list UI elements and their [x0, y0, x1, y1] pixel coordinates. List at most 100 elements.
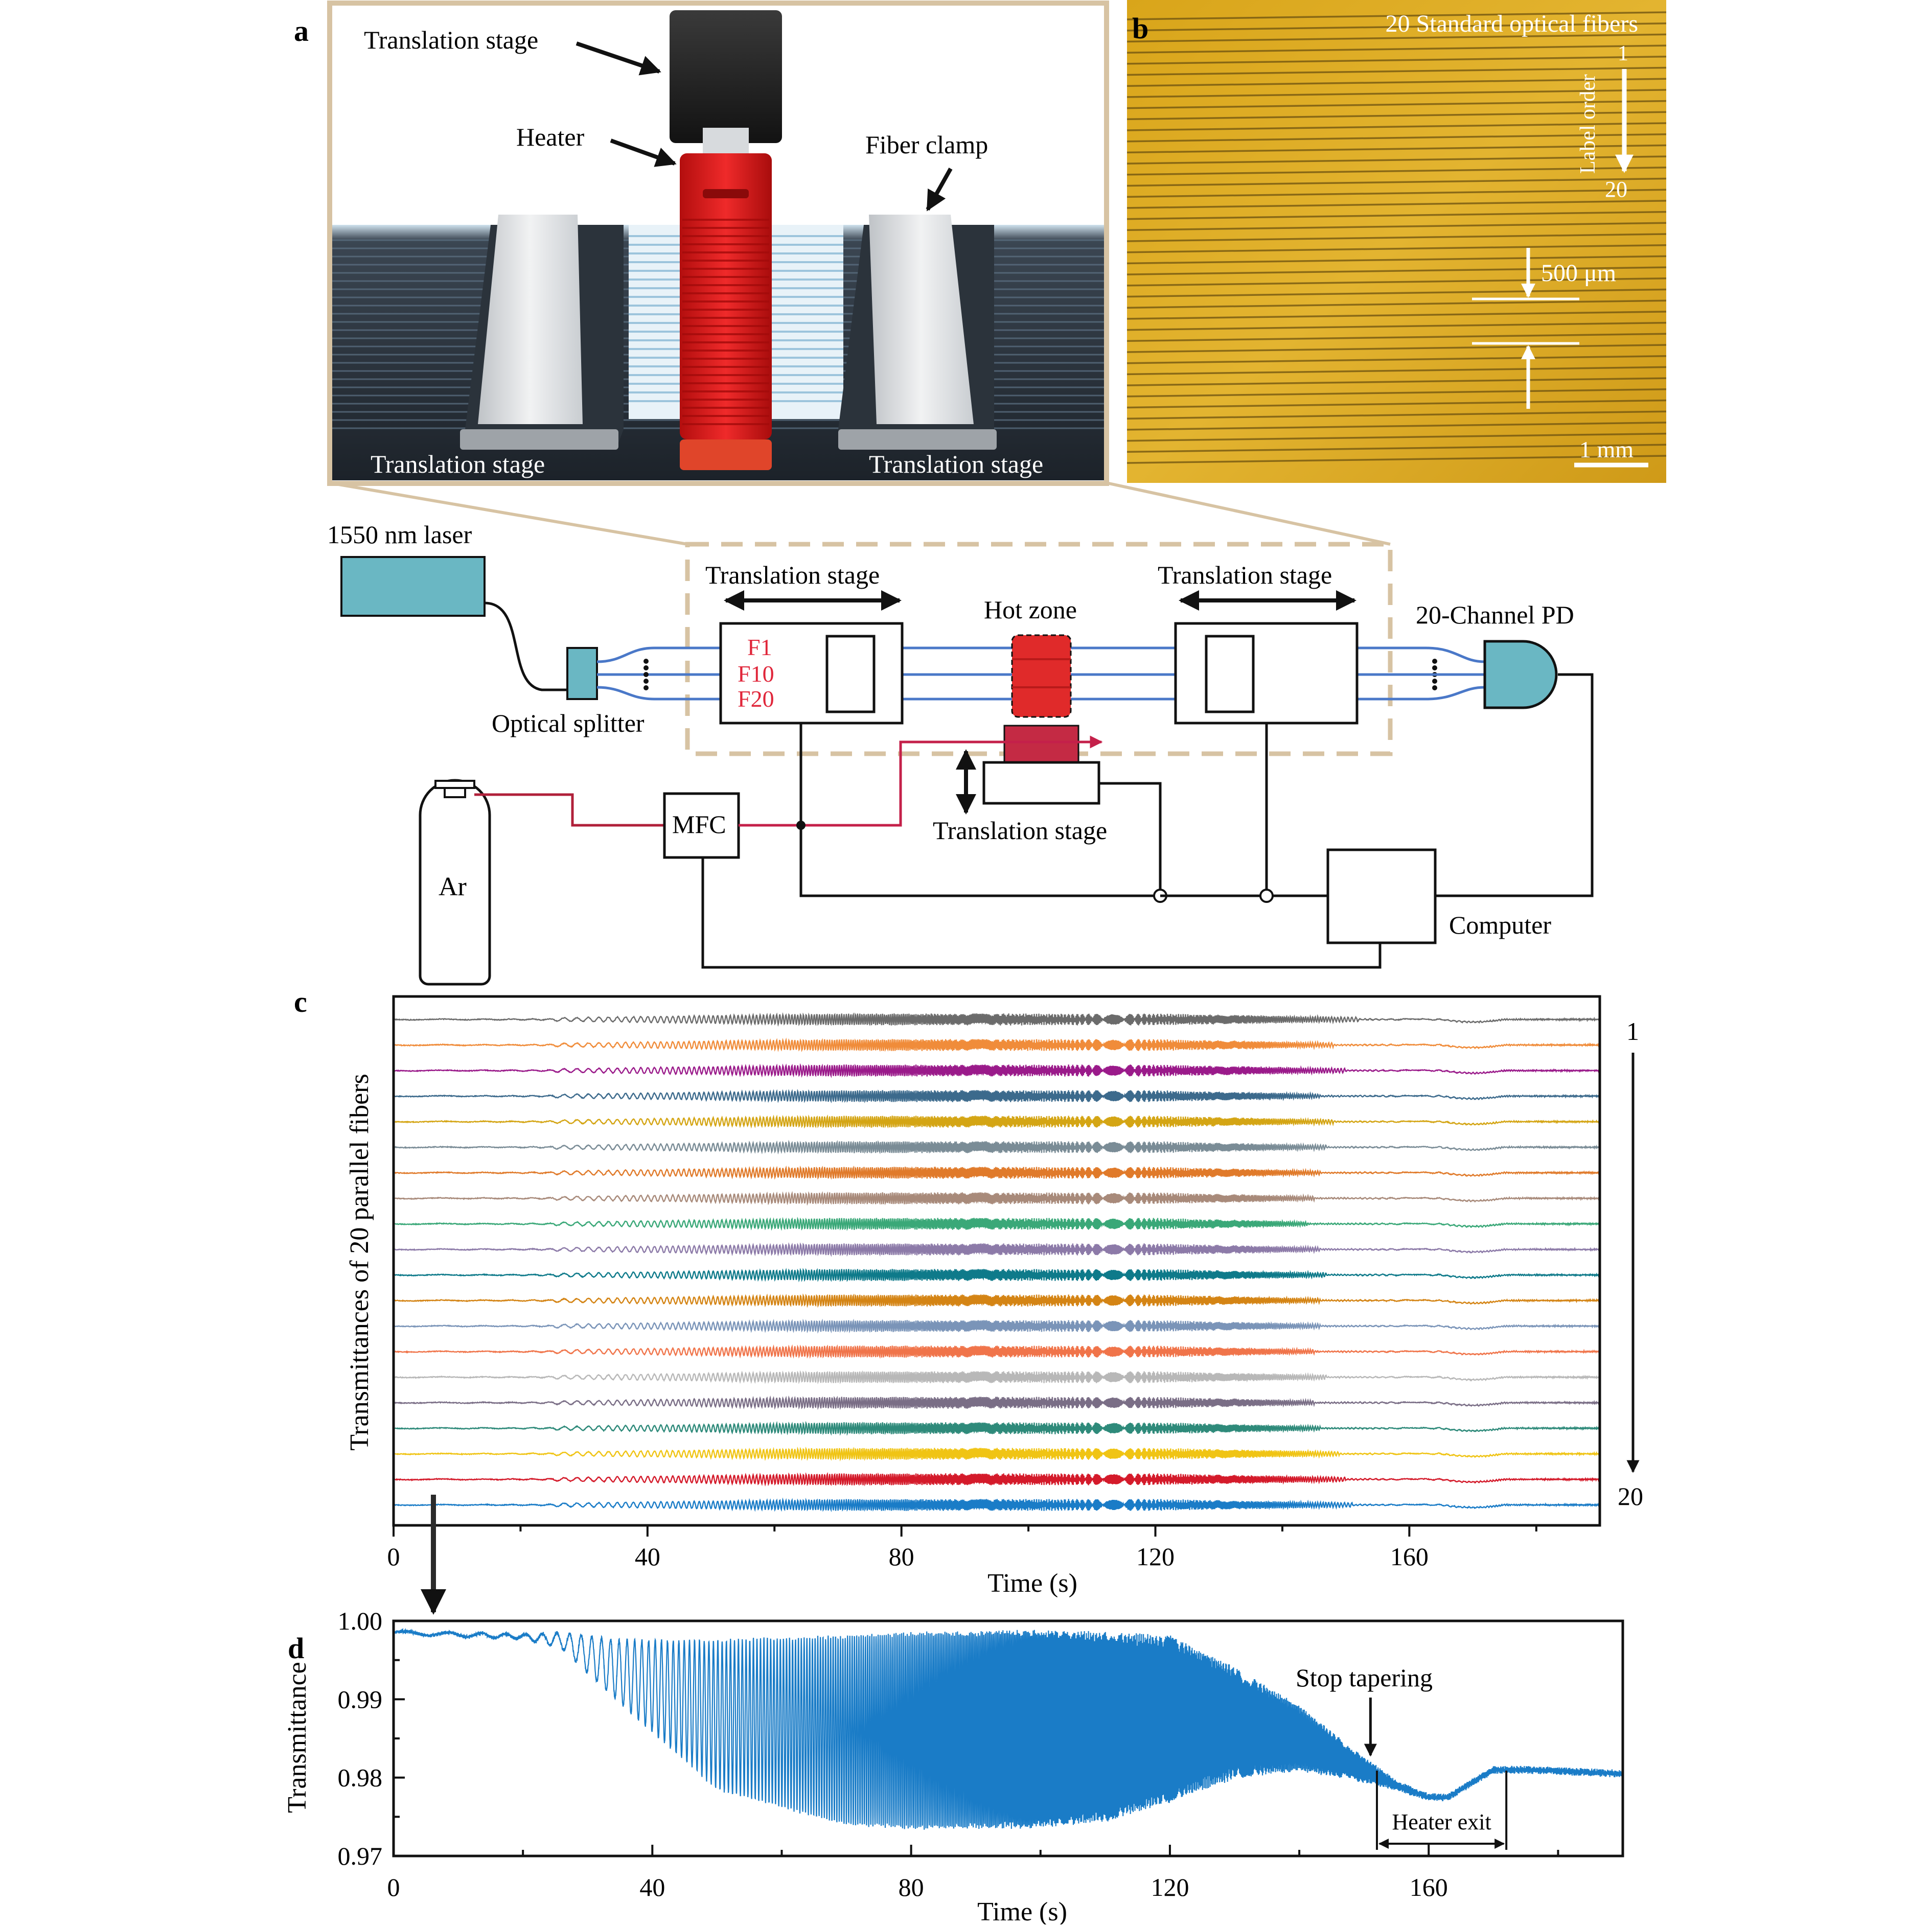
fiber-trace-15	[393, 1370, 1600, 1384]
hot-zone	[1011, 634, 1072, 718]
fiber-edge	[1126, 200, 1667, 209]
x-tick-label: 160	[1410, 1873, 1448, 1901]
x-tick-label: 80	[889, 1542, 914, 1571]
laser-fiber	[484, 601, 567, 691]
fiber-edge	[1126, 277, 1667, 287]
fiber-edge	[1126, 311, 1667, 320]
zoom-line-left	[329, 481, 688, 546]
fiber-edge	[1126, 33, 1667, 43]
panel-b-micrograph	[1127, 0, 1666, 483]
panel-d-trace	[393, 1628, 1624, 1830]
panel-c-traces	[393, 1012, 1600, 1513]
wire-pd	[1435, 673, 1594, 897]
pd-fiber-top	[1425, 646, 1485, 663]
zoom-line-right	[1106, 481, 1391, 546]
fiber-trace-16	[393, 1395, 1600, 1410]
label-order-end: 20	[1605, 177, 1627, 202]
gas-label: Ar	[439, 872, 467, 901]
panel-c-letter: c	[294, 985, 307, 1018]
fiber-trace-18	[393, 1446, 1600, 1462]
fiber-edge	[1126, 299, 1667, 309]
fiber-edge	[1126, 366, 1667, 376]
fiber-edge	[1126, 189, 1667, 198]
fiber-trace-13	[393, 1318, 1600, 1334]
fiber-edge	[1126, 288, 1667, 298]
panel-c-ylabel: Transmittances of 20 parallel fibers	[345, 1074, 374, 1450]
fiber-trace-9	[393, 1216, 1600, 1232]
arrow-fiber-clamp	[926, 168, 953, 212]
fiber-trace-20	[393, 1497, 1600, 1513]
stage-right-box[interactable]	[1174, 622, 1359, 725]
label-stage-right: Translation stage	[869, 450, 1043, 478]
fiber-edge	[1126, 211, 1667, 220]
fiber-edge	[1126, 22, 1667, 32]
wire-heater-stage	[1099, 782, 1162, 896]
fiber-edge	[1126, 133, 1667, 143]
annotation-stop-tapering: Stop tapering	[1296, 1663, 1433, 1692]
fiber-trace-11	[393, 1267, 1600, 1283]
photodetector[interactable]	[1483, 640, 1558, 709]
fiber-edge	[1126, 66, 1667, 76]
panel-b-letter: b	[1132, 12, 1148, 45]
fiber-edge	[1126, 144, 1667, 154]
panel-a-letter: a	[294, 14, 309, 48]
heater-stage-box[interactable]	[982, 761, 1100, 805]
stage-right-label: Translation stage	[1158, 561, 1332, 589]
x-tick-label: 160	[1390, 1542, 1429, 1571]
transmittance-trace	[393, 1628, 1624, 1830]
label-fiber-clamp: Fiber clamp	[865, 130, 988, 159]
panel-b-title: 20 Standard optical fibers	[1385, 10, 1638, 37]
setup-schematic: 1550 nm laser Optical splitter Translati…	[327, 481, 1594, 986]
x-tick-label: 120	[1136, 1542, 1175, 1571]
fiber-label-mask	[744, 636, 795, 703]
label-order-start: 1	[1618, 42, 1628, 65]
x-tick-label: 40	[639, 1873, 665, 1901]
stage-left-label: Translation stage	[705, 561, 880, 589]
y-tick-label: 0.97	[338, 1842, 383, 1870]
heater-translation-stage-block	[670, 10, 782, 143]
fiber-trace-19	[393, 1472, 1600, 1487]
fiber-edge	[1126, 167, 1667, 176]
splitter-fiber-top	[596, 646, 655, 663]
argon-cylinder[interactable]	[419, 779, 491, 986]
computer-box[interactable]	[1326, 848, 1437, 944]
splitter-label: Optical splitter	[492, 709, 645, 737]
panel-c-order-start: 1	[1626, 1017, 1639, 1046]
fiber-edge	[1126, 355, 1667, 364]
fiber-trace-5	[393, 1114, 1600, 1129]
cylinder-valve	[434, 780, 475, 789]
laser-box[interactable]	[340, 556, 486, 617]
heater-nozzle	[1003, 725, 1079, 763]
fiber-trace-8	[393, 1191, 1600, 1206]
x-tick-label: 0	[387, 1873, 400, 1901]
heater-base	[680, 439, 772, 470]
right-clamp-foot	[838, 429, 997, 450]
panel-d-xlabel: Time (s)	[977, 1897, 1067, 1924]
label-heater: Heater	[516, 123, 585, 151]
micrograph-fibers	[1126, 11, 1667, 464]
panel-c-order-end: 20	[1618, 1482, 1643, 1511]
fiber-edge	[1126, 444, 1667, 453]
fiber-trace-12	[393, 1293, 1600, 1308]
fiber-trace-10	[393, 1242, 1600, 1257]
hot-zone-label: Hot zone	[984, 595, 1077, 624]
fiber-edge	[1126, 11, 1667, 20]
fiber-edge	[1126, 266, 1667, 275]
left-clamp-foot	[460, 429, 618, 450]
fiber-edge	[1126, 222, 1667, 231]
fiber-trace-6	[393, 1140, 1600, 1155]
optical-splitter[interactable]	[566, 647, 598, 700]
fiber-edge	[1126, 388, 1667, 398]
x-tick-label: 0	[387, 1542, 400, 1571]
heater-slot	[703, 189, 749, 198]
stage-left-clamp	[825, 635, 876, 713]
fiber-trace-7	[393, 1165, 1600, 1180]
fiber-edge	[1126, 89, 1667, 98]
fiber-edge	[1126, 377, 1667, 386]
fiber-edge	[1126, 122, 1667, 131]
